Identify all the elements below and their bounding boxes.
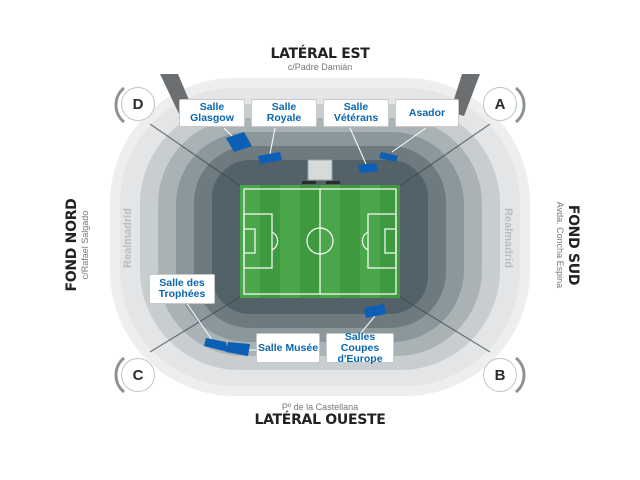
right-side-title: FOND SUD [565, 204, 581, 286]
venue-salle-musee[interactable]: Salle Musée [256, 333, 320, 363]
right-watermark-logo: Realmadrid [501, 208, 514, 268]
pitch-stripes [240, 185, 380, 298]
corner-b-badge[interactable]: B [483, 358, 517, 392]
left-side-street: c/Rafael Salgado [80, 210, 90, 280]
marker-glasgow [226, 132, 252, 152]
bottom-side-street: Pº de la Castellana [281, 402, 359, 412]
bench-right [326, 181, 340, 184]
venue-markers [204, 132, 398, 356]
marker-trophees [204, 338, 228, 352]
venue-salle-veterans[interactable]: Salle Vétérans [323, 99, 389, 127]
corner-c-badge[interactable]: C [121, 358, 155, 392]
venue-asador[interactable]: Asador [395, 99, 459, 127]
right-side-street: Avda. Concha Espina [555, 201, 565, 289]
top-side-label: LATÉRAL EST c/Padre Damián [240, 46, 400, 72]
venue-salle-glasgow[interactable]: Salle Glasgow [179, 99, 245, 127]
left-watermark-logo: Realmadrid [121, 208, 134, 268]
aisle-lines [149, 123, 491, 353]
marker-asador [379, 152, 398, 162]
corner-d-label: D [132, 95, 144, 113]
corner-c-label: C [132, 366, 144, 384]
left-side-title: FOND NORD [64, 198, 80, 292]
corner-rings [114, 86, 526, 394]
top-side-title: LATÉRAL EST [270, 46, 370, 62]
corner-b-label: B [494, 366, 506, 384]
press-box [307, 159, 333, 181]
marker-royale [258, 152, 282, 164]
bottom-side-title: LATÉRAL OUESTE [254, 412, 386, 428]
top-side-street: c/Padre Damián [287, 62, 353, 72]
corner-d-badge[interactable]: D [121, 87, 155, 121]
corner-a-badge[interactable]: A [483, 87, 517, 121]
marker-coupes [364, 304, 386, 318]
venue-salle-trophees[interactable]: Salle des Trophées [149, 274, 215, 304]
marker-musee [226, 342, 250, 356]
leader-lines [185, 127, 427, 351]
bottom-side-label: Pº de la Castellana LATÉRAL OUESTE [240, 402, 400, 428]
corner-a-label: A [494, 95, 506, 113]
pitch-markings [243, 188, 397, 295]
right-side-label: FOND SUD Avda. Concha Espina [555, 185, 581, 305]
left-side-label: FOND NORD c/Rafael Salgado [64, 190, 90, 300]
bench-left [302, 181, 316, 184]
venue-salles-coupes[interactable]: Salles Coupes d'Europe [326, 331, 394, 364]
venue-salle-royale[interactable]: Salle Royale [251, 99, 317, 127]
marker-veterans [358, 163, 378, 173]
